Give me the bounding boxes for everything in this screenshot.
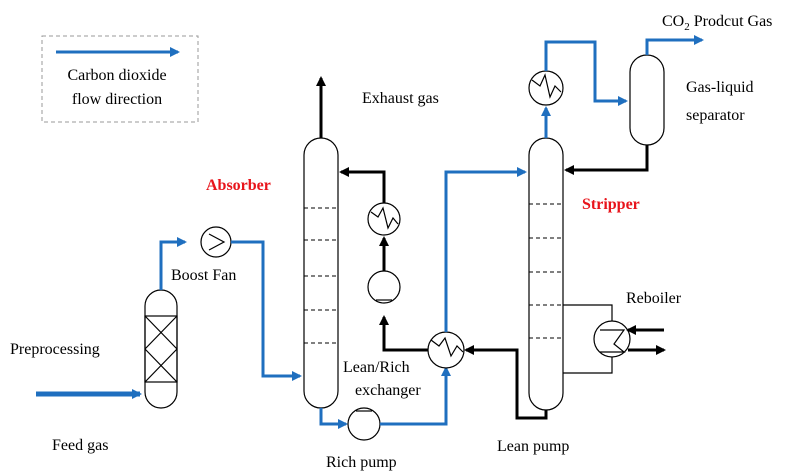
boost-fan xyxy=(200,226,232,258)
absorber-column xyxy=(303,137,339,409)
stripper-to-exchanger-line xyxy=(464,345,548,420)
absorber-to-rich-pump-line xyxy=(319,408,348,429)
rich-pump xyxy=(347,407,381,441)
legend-box xyxy=(41,35,199,123)
reboiler xyxy=(563,304,631,374)
legend-line2: flow direction xyxy=(72,91,162,108)
rich-pump-label: Rich pump xyxy=(326,454,397,471)
reboiler-label: Reboiler xyxy=(626,290,682,307)
co2-product-label: CO2 Prodcut Gas xyxy=(662,13,772,33)
exchanger-label-2: exchanger xyxy=(355,382,421,399)
legend-line1: Carbon dioxide xyxy=(67,67,166,84)
reflux-line xyxy=(564,145,649,175)
stripper-label: Stripper xyxy=(582,196,640,213)
exchanger-to-lean-cooler-line xyxy=(379,315,428,352)
pre-to-fan-line xyxy=(159,237,187,290)
lean-solvent-pump xyxy=(367,270,401,304)
feed-gas-label: Feed gas xyxy=(52,437,108,454)
lean-pump-label: Lean pump xyxy=(497,438,569,455)
co2-product-line xyxy=(645,35,704,55)
gas-liquid-separator xyxy=(629,54,665,146)
stripper-column xyxy=(528,137,564,411)
exchanger-label-1: Lean/Rich xyxy=(343,359,410,376)
fan-to-absorber-line xyxy=(231,240,302,381)
lean-cooler xyxy=(367,202,401,236)
cooler-to-absorber-line xyxy=(339,167,386,203)
preprocessing-label: Preprocessing xyxy=(10,341,100,358)
exhaust-gas-label: Exhaust gas xyxy=(362,90,439,107)
separator-label-1: Gas-liquid xyxy=(686,79,754,96)
lean-rich-exchanger xyxy=(427,331,465,369)
exchanger-to-stripper-line xyxy=(444,167,527,332)
legend: Carbon dioxide flow direction xyxy=(41,35,199,123)
separator-label-2: separator xyxy=(686,107,745,124)
boost-fan-label: Boost Fan xyxy=(171,267,236,284)
preprocessing-vessel xyxy=(144,289,178,409)
overhead-condenser xyxy=(528,70,564,106)
condenser-to-separator-line xyxy=(544,40,628,106)
absorber-label: Absorber xyxy=(206,177,271,194)
rich-pump-to-exchanger-line xyxy=(380,366,451,426)
